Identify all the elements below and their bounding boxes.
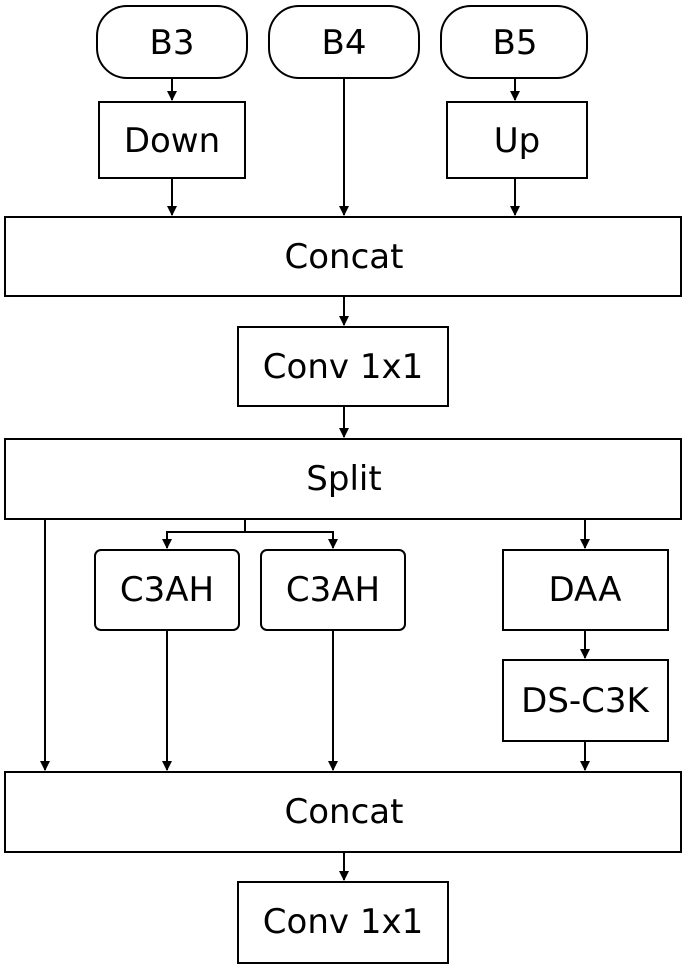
up-node: Up [446,101,588,179]
concat-top-label: Concat [285,237,404,277]
input-b5: B5 [440,5,588,79]
conv-bottom-node: Conv 1x1 [237,881,449,964]
conv-top-node: Conv 1x1 [237,326,449,407]
c3ah-left-label: C3AH [120,570,214,610]
edges [40,78,590,881]
concat-top-node: Concat [4,216,682,297]
concat-bottom-node: Concat [4,771,682,853]
c3ah-left-node: C3AH [94,549,240,631]
down-label: Down [124,121,220,161]
daa-label: DAA [548,570,621,610]
down-node: Down [98,101,246,179]
input-b3: B3 [96,5,248,79]
input-b5-label: B5 [493,23,538,63]
concat-bottom-label: Concat [285,792,404,832]
conv-bottom-label: Conv 1x1 [263,902,423,942]
split-label: Split [306,459,381,499]
edge-split-to-c3ah-left [162,531,245,549]
up-label: Up [494,121,540,161]
input-b4-label: B4 [322,23,367,63]
c3ah-right-label: C3AH [286,570,380,610]
ds-c3k-node: DS-C3K [502,659,669,742]
c3ah-right-node: C3AH [260,549,406,631]
split-node: Split [4,438,682,520]
daa-node: DAA [502,549,669,631]
input-b3-label: B3 [150,23,195,63]
conv-top-label: Conv 1x1 [263,347,423,387]
ds-c3k-label: DS-C3K [521,681,650,721]
edge-split-to-c3ah-right [245,531,338,549]
input-b4: B4 [268,5,420,79]
